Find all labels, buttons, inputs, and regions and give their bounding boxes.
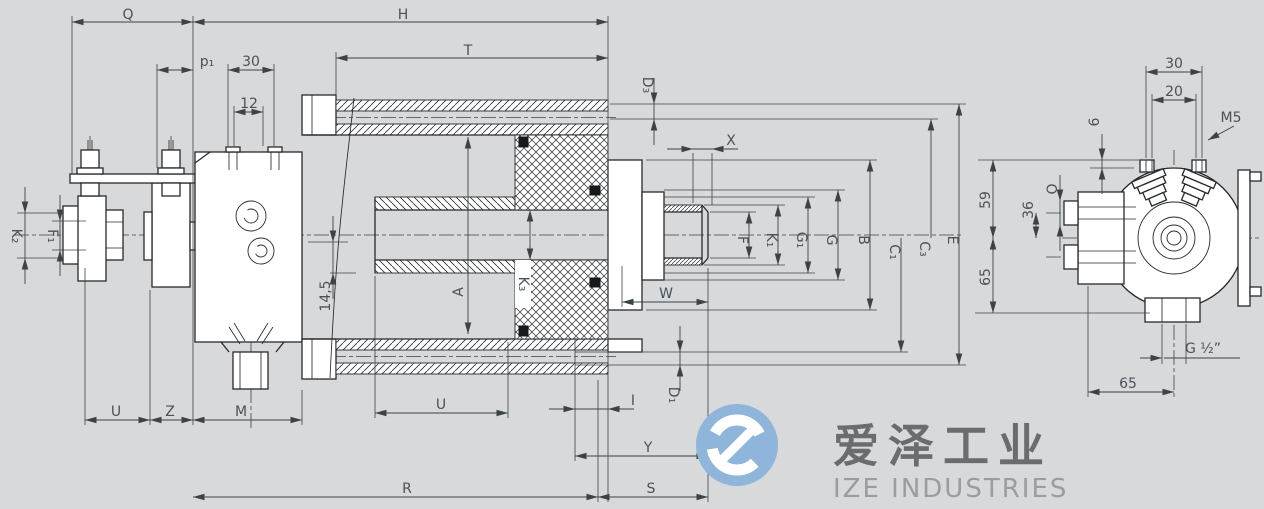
dim-label-n12: 12: [240, 96, 258, 112]
dim-label-g: G: [823, 235, 839, 246]
dim-label-s65v: 65: [978, 268, 994, 286]
dim-label-i: I: [631, 393, 635, 409]
bolt-stack: [76, 140, 104, 197]
side-port-block: [1063, 191, 1136, 285]
dim-label-a: A: [451, 287, 467, 297]
dim-label-u_rod: U: [436, 397, 446, 413]
dim-label-h: H: [398, 7, 409, 23]
bolt-stack: [157, 140, 185, 197]
dim-label-w: W: [659, 286, 673, 302]
side-tab: [1237, 169, 1262, 307]
dim-label-m5: M5: [1221, 110, 1242, 126]
dim-label-g1: G₁: [793, 232, 809, 248]
dim-label-f: F: [734, 236, 750, 244]
dim-label-d1: D₁: [665, 387, 681, 403]
dim-label-n145: 14,5: [318, 280, 334, 311]
tube-flange: [301, 94, 337, 380]
dim-label-b: B: [855, 235, 871, 245]
dim-label-c3: C₃: [916, 241, 932, 256]
top-bosses: [1139, 159, 1207, 173]
logo-text-en: IZE INDUSTRIES: [833, 474, 1068, 504]
logo-text-cn: 爱泽工业: [833, 419, 1053, 473]
dim-label-s36: 36: [1021, 201, 1037, 219]
dim-label-f1: F₁: [44, 229, 60, 243]
dim-label-z: Z: [165, 404, 175, 420]
logo-wrench-icon: [706, 414, 768, 476]
dim-label-u_foot: U: [111, 404, 121, 420]
dim-label-x: X: [726, 133, 736, 149]
dim-label-s6: 6: [1087, 117, 1103, 126]
bottom-port-foot: [1144, 297, 1201, 323]
dimension-annotations: Q H Tp₁ 30 12W U U Z M Y R S 30 20 65I X A E B G G₁ K₁ F K₃ 59 65…: [8, 7, 1242, 502]
side-end-view: [1046, 150, 1262, 400]
dim-label-e: E: [944, 236, 960, 245]
dim-label-d3: D₃: [639, 77, 655, 93]
seal: [518, 136, 529, 148]
dim-label-q: Q: [122, 7, 133, 23]
angled-fitting: [1130, 167, 1168, 207]
seal: [589, 185, 601, 196]
dim-label-s65h: 65: [1119, 376, 1137, 392]
dim-label-r: R: [402, 481, 412, 497]
angled-fitting: [1180, 167, 1218, 207]
end-cap-outline: [1103, 167, 1245, 309]
dim-label-k1: K₁: [763, 233, 779, 248]
dim-label-s30: 30: [1165, 56, 1183, 72]
dim-label-t: T: [463, 43, 473, 59]
main-section-view: [14, 94, 962, 430]
dim-label-n30: 30: [242, 54, 260, 70]
rod-end: [607, 159, 709, 353]
seal: [589, 277, 601, 288]
dim-label-o: O: [1045, 183, 1061, 194]
dim-label-m: M: [235, 404, 247, 420]
dim-label-s59: 59: [978, 191, 994, 209]
dim-label-y: Y: [643, 440, 653, 456]
dim-label-s: S: [647, 481, 656, 497]
logo: 爱泽工业 IZE INDUSTRIES: [696, 404, 1068, 504]
cylinder-head-block: [194, 146, 303, 390]
dim-label-c1: C₁: [886, 244, 902, 259]
rod-gland: [514, 134, 609, 340]
dim-label-s20: 20: [1165, 84, 1183, 100]
dim-label-p1: p₁: [200, 54, 215, 70]
seal: [518, 325, 529, 337]
dim-label-k3: K₃: [515, 277, 531, 292]
dim-label-k2: K₂: [8, 229, 24, 244]
dim-label-g12: G ¹⁄₂”: [1185, 341, 1221, 357]
mounting-bracket: [69, 140, 196, 288]
